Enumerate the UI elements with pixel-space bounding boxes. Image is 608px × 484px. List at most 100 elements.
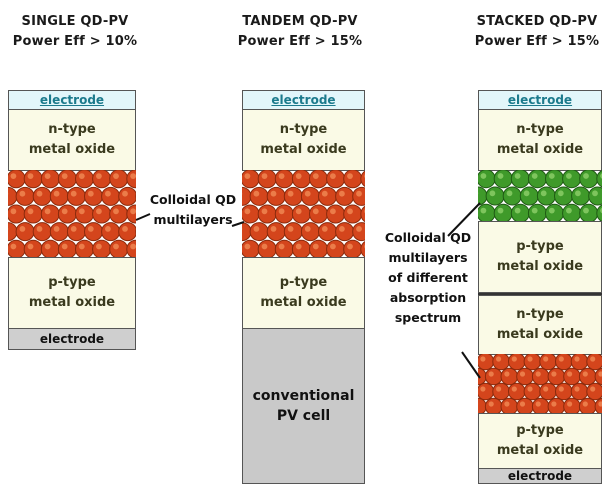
quantum-dot-highlight	[364, 209, 365, 214]
quantum-dot-highlight	[261, 208, 268, 215]
quantum-dot-highlight	[480, 173, 487, 179]
quantum-dot-highlight	[598, 401, 602, 407]
quantum-dot-highlight	[535, 371, 541, 377]
quantum-dot-highlight	[27, 243, 34, 250]
quantum-dot-highlight	[261, 243, 268, 250]
stacked-n-type-2-line2: metal oxide	[496, 327, 584, 342]
quantum-dot-highlight	[19, 226, 26, 232]
quantum-dot-highlight	[78, 173, 85, 179]
quantum-dot-highlight	[304, 190, 311, 197]
quantum-dot-highlight	[364, 174, 365, 179]
quantum-dot-highlight	[253, 190, 260, 197]
tandem-pv-line2: PV cell	[276, 408, 331, 424]
quantum-dot	[360, 241, 365, 258]
quantum-dot-highlight	[489, 190, 496, 197]
quantum-dot-highlight	[287, 226, 294, 232]
single-qdpv-title-text: SINGLE QD-PV	[21, 14, 129, 29]
quantum-dot-highlight	[287, 190, 294, 197]
single-n-type-layer: n-type metal oxide	[8, 109, 136, 171]
quantum-dot-highlight	[321, 190, 328, 197]
quantum-dot-highlight	[10, 243, 17, 250]
quantum-dot-highlight	[113, 173, 119, 179]
quantum-dot-highlight	[364, 244, 365, 249]
quantum-dot-highlight	[105, 190, 111, 197]
single-p-type-line2: metal oxide	[28, 295, 116, 310]
leader-line-stacked-green	[447, 202, 481, 237]
quantum-dot-highlight	[567, 401, 573, 407]
stacked-p-type-layer-1: p-type metal oxide	[478, 221, 602, 293]
quantum-dot-highlight	[543, 356, 549, 362]
quantum-dot-highlight	[96, 208, 102, 215]
stacked-p-type-2-line1: p-type	[516, 423, 564, 438]
quantum-dot-highlight	[330, 173, 336, 179]
quantum-dot-highlight	[96, 243, 102, 250]
quantum-dot-highlight	[278, 173, 285, 179]
stacked-n-type-2-line1: n-type	[516, 307, 564, 322]
quantum-dot-highlight	[535, 401, 541, 407]
quantum-dot-highlight	[87, 226, 94, 232]
quantum-dot-highlight	[583, 207, 589, 214]
stacked-n-type-1-line1: n-type	[516, 122, 564, 137]
stacked-qdpv-title: STACKED QD-PV Power Eff > 15%	[462, 12, 608, 52]
quantum-dot-highlight	[590, 386, 596, 392]
quantum-dot-highlight	[566, 173, 572, 179]
stacked-n-type-1-line2: metal oxide	[496, 142, 584, 157]
single-electrode-bottom-label: electrode	[39, 332, 105, 346]
quantum-dot-highlight	[480, 356, 486, 362]
leader-line-tandem	[231, 221, 245, 227]
quantum-dot-highlight	[44, 173, 51, 179]
qd-different-line2: multilayers	[388, 250, 468, 265]
quantum-dot-highlight	[27, 208, 34, 215]
quantum-dot-highlight	[558, 356, 564, 362]
tandem-p-type-layer: p-type metal oxide	[242, 257, 365, 329]
quantum-dot	[360, 170, 365, 187]
quantum-dot-highlight	[70, 190, 77, 197]
quantum-dot-highlight	[574, 356, 580, 362]
qd-different-line3: of different	[388, 270, 468, 285]
quantum-dot-highlight	[105, 226, 111, 232]
qd-different-line5: spectrum	[394, 310, 462, 325]
quantum-dot-highlight	[53, 190, 60, 197]
quantum-dot-highlight	[519, 401, 526, 407]
quantum-dot-highlight	[122, 226, 128, 232]
quantum-dot-highlight	[27, 173, 34, 179]
quantum-dot-highlight	[506, 190, 513, 197]
quantum-dot-highlight	[130, 208, 136, 215]
quantum-dot-highlight	[590, 356, 596, 362]
quantum-dot-highlight	[295, 173, 302, 179]
single-electrode-top-label: electrode	[39, 93, 105, 107]
quantum-dot-highlight	[523, 190, 530, 197]
tandem-qd-multilayer	[242, 170, 365, 258]
quantum-dot-highlight	[78, 208, 85, 215]
quantum-dot-highlight	[61, 243, 68, 250]
quantum-dot-highlight	[480, 386, 486, 392]
quantum-dot-highlight	[278, 208, 285, 215]
quantum-dot-highlight	[488, 371, 494, 377]
quantum-dot-highlight	[511, 356, 517, 362]
stacked-electrode-bottom: electrode	[478, 468, 602, 484]
stacked-n-type-layer-2: n-type metal oxide	[478, 295, 602, 355]
quantum-dot-highlight	[511, 386, 517, 392]
quantum-dot-highlight	[574, 386, 580, 392]
quantum-dot-highlight	[312, 173, 319, 179]
quantum-dot-highlight	[558, 386, 564, 392]
quantum-dot-highlight	[130, 173, 136, 179]
quantum-dot-highlight	[347, 173, 353, 179]
quantum-dot-highlight	[527, 356, 533, 362]
quantum-dot-highlight	[566, 207, 572, 214]
quantum-dot-highlight	[504, 401, 510, 407]
quantum-dot-highlight	[531, 207, 538, 214]
quantum-dot	[586, 382, 602, 401]
quantum-dot-highlight	[548, 173, 555, 179]
quantum-dot-highlight	[19, 190, 26, 197]
quantum-dot-highlight	[253, 226, 260, 232]
quantum-dot-highlight	[261, 173, 268, 179]
quantum-dot-highlight	[44, 208, 51, 215]
tandem-qdpv-efficiency: Power Eff > 15%	[237, 34, 363, 49]
quantum-dot-highlight	[339, 226, 345, 232]
stacked-p-type-1-line1: p-type	[516, 239, 564, 254]
quantum-dot-highlight	[10, 208, 17, 215]
quantum-dot-highlight	[543, 386, 549, 392]
stacked-n-type-layer-1: n-type metal oxide	[478, 109, 602, 171]
